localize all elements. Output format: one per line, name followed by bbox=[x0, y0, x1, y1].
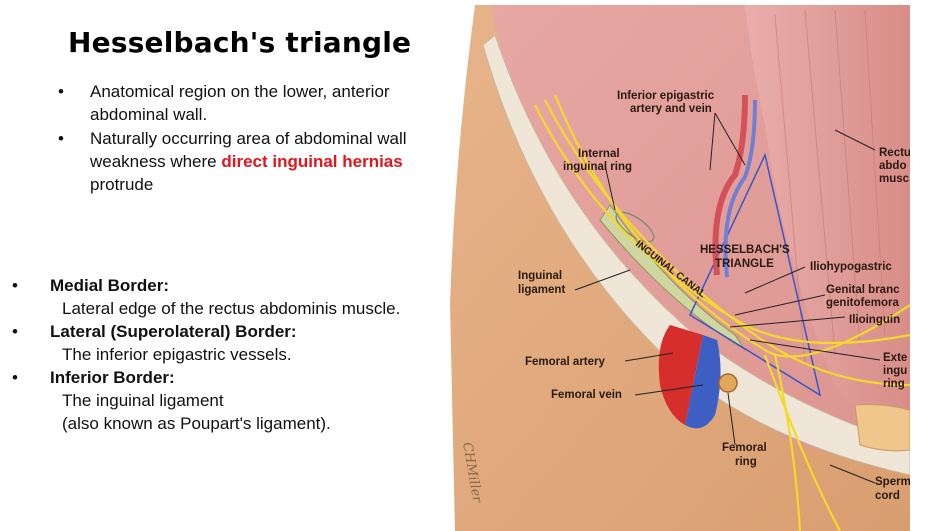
intro-item: • Naturally occurring area of abdominal … bbox=[58, 127, 438, 196]
label-femoral-artery: Femoral artery bbox=[525, 356, 606, 368]
border-item-medial: • Medial Border: Lateral edge of the rec… bbox=[12, 274, 442, 320]
bullet: • bbox=[58, 82, 64, 101]
epigastric-artery bbox=[712, 94, 748, 276]
border-description: The inferior epigastric vessels. bbox=[62, 345, 292, 364]
label-rectus: musc bbox=[879, 173, 910, 185]
border-heading: Inferior Border: bbox=[50, 368, 175, 387]
epigastric-vein bbox=[723, 99, 757, 278]
label-femoral-vein: Femoral vein bbox=[551, 389, 622, 401]
intro-text: protrude bbox=[90, 175, 154, 194]
border-item-inferior: • Inferior Border: The inguinal ligament… bbox=[12, 366, 442, 435]
label-spermatic-cord: cord bbox=[875, 490, 900, 502]
nerves bbox=[534, 94, 910, 531]
label-inguinal-ligament: Inguinal bbox=[518, 270, 562, 282]
border-item-lateral: • Lateral (Superolateral) Border: The in… bbox=[12, 320, 442, 366]
label-spermatic-cord: Sperm bbox=[875, 476, 910, 488]
label-internal-ring: Internal bbox=[578, 148, 620, 160]
intro-item: • Anatomical region on the lower, anteri… bbox=[58, 80, 438, 126]
label-external-ring: ingu bbox=[883, 365, 907, 377]
label-epigastric: artery and vein bbox=[630, 103, 712, 115]
label-rectus: Rectu bbox=[879, 147, 910, 159]
label-hesselbach: HESSELBACH'S bbox=[700, 244, 790, 256]
intro-text: Naturally occurring area of abdominal wa… bbox=[90, 129, 407, 171]
border-description: (also known as Poupart's ligament). bbox=[62, 414, 331, 433]
label-iliohypogastric: Iliohypogastric bbox=[810, 261, 892, 273]
label-rectus: abdo bbox=[879, 160, 906, 172]
label-hesselbach: TRIANGLE bbox=[715, 258, 774, 270]
label-external-ring: Exte bbox=[883, 352, 907, 364]
anatomy-illustration: Inferior epigastric artery and vein Inte… bbox=[445, 5, 910, 531]
anatomy-svg: Inferior epigastric artery and vein Inte… bbox=[450, 5, 910, 531]
label-genital: Genital branc bbox=[826, 284, 900, 296]
label-epigastric: Inferior epigastric bbox=[617, 90, 715, 102]
borders-list: • Medial Border: Lateral edge of the rec… bbox=[12, 274, 442, 435]
femoral-artery-shape bbox=[658, 325, 703, 425]
intro-list: • Anatomical region on the lower, anteri… bbox=[58, 80, 438, 197]
spermatic-cord bbox=[854, 404, 910, 452]
femoral-ring-shape bbox=[718, 373, 738, 393]
rectus-abdominis bbox=[745, 5, 910, 435]
label-external-ring: ring bbox=[883, 378, 905, 390]
bullet: • bbox=[58, 129, 64, 148]
bullet: • bbox=[12, 322, 18, 341]
border-description: The inguinal ligament bbox=[62, 391, 224, 410]
internal-ring bbox=[615, 211, 655, 243]
highlight-text: direct inguinal hernias bbox=[221, 152, 403, 171]
slide-title: Hesselbach's triangle bbox=[68, 26, 412, 59]
border-heading: Lateral (Superolateral) Border: bbox=[50, 322, 297, 341]
leader-lines bbox=[574, 112, 881, 484]
label-femoral-ring: ring bbox=[735, 456, 757, 468]
label-femoral-ring: Femoral bbox=[722, 442, 767, 454]
label-inguinal-ligament: ligament bbox=[518, 284, 565, 296]
bullet: • bbox=[12, 276, 18, 295]
label-genital: genitofemora bbox=[826, 297, 899, 309]
label-ilioinguinal: Ilioinguin bbox=[849, 314, 900, 326]
label-internal-ring: inguinal ring bbox=[563, 161, 632, 173]
femoral-vein-shape bbox=[685, 335, 721, 429]
bullet: • bbox=[12, 368, 18, 387]
border-description: Lateral edge of the rectus abdominis mus… bbox=[62, 299, 401, 318]
intro-text: Anatomical region on the lower, anterior… bbox=[90, 82, 390, 124]
border-heading: Medial Border: bbox=[50, 276, 170, 295]
